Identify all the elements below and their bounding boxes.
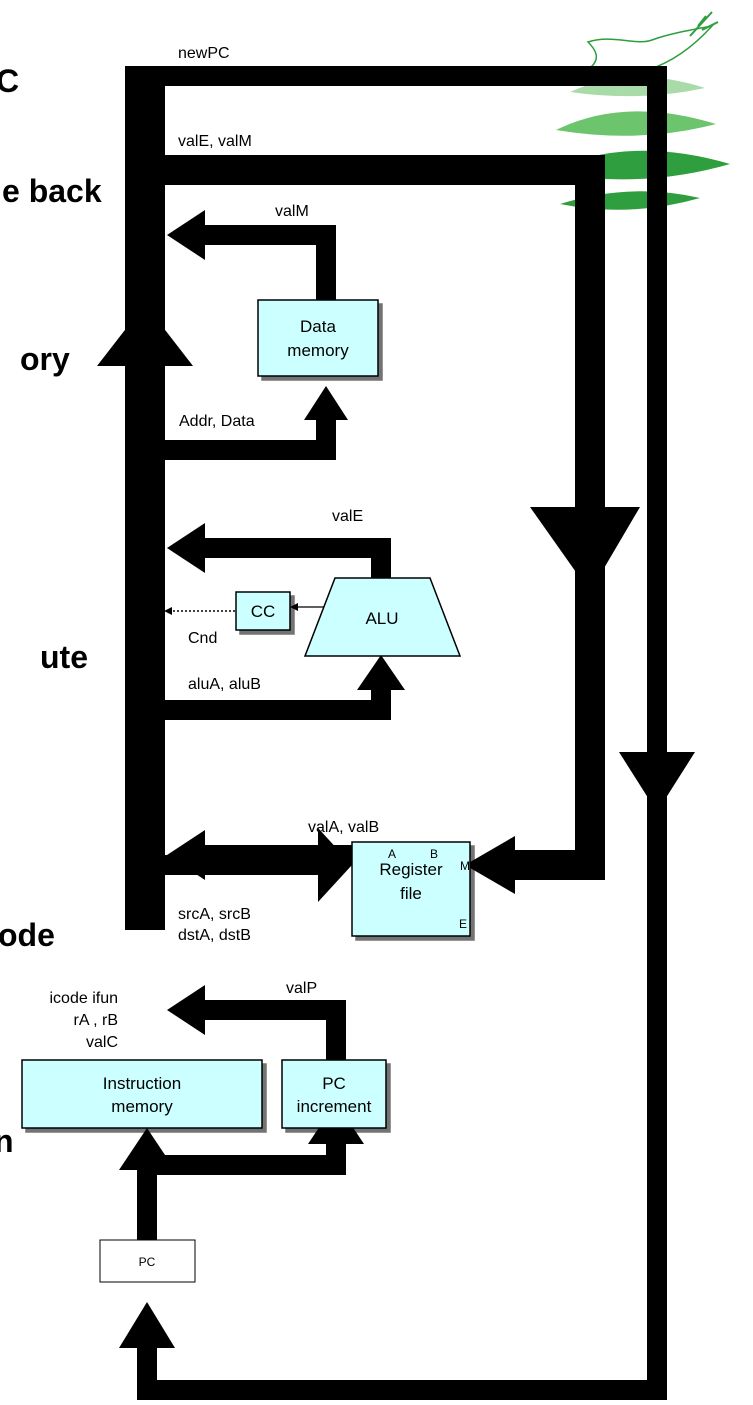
data-memory-block xyxy=(257,299,379,377)
pc-register-label: PC xyxy=(139,1255,156,1269)
alu-block xyxy=(303,577,462,657)
register-port-e: E xyxy=(459,917,467,931)
addr-wire-vertical xyxy=(316,415,336,460)
addr-arrowhead xyxy=(304,386,348,420)
register-port-m: M xyxy=(460,859,470,873)
vale-valm-label: valE, valM xyxy=(178,133,252,150)
vala-valb-label: valA, valB xyxy=(308,819,379,836)
stage-fetch: n xyxy=(0,1123,14,1159)
stage-write-back: e back xyxy=(2,173,102,209)
register-file-label-2: file xyxy=(400,884,422,903)
logo-tier-2 xyxy=(556,111,716,136)
data-memory-label-2: memory xyxy=(287,341,349,360)
regfile-m-wire xyxy=(500,850,605,880)
vale-valm-arrowhead xyxy=(530,507,640,592)
alu-label: ALU xyxy=(365,609,398,628)
stage-labels: C e back ory ute ode n xyxy=(0,63,102,1159)
icode-ifun-label: icode ifun xyxy=(50,990,119,1007)
instruction-memory-label-1: Instruction xyxy=(103,1074,181,1093)
cnd-label: Cnd xyxy=(188,630,217,647)
main-bus xyxy=(125,66,165,930)
valm-wire-horizontal xyxy=(195,225,336,245)
dst-label: dstA, dstB xyxy=(178,927,251,944)
newpc-arrowhead xyxy=(619,752,695,812)
wires xyxy=(97,66,695,1400)
instruction-memory-label-2: memory xyxy=(111,1097,173,1116)
vale-valm-wire-top xyxy=(125,155,605,185)
src-dst-arrowhead xyxy=(318,828,352,902)
valc-label: valC xyxy=(86,1034,118,1051)
register-port-a: A xyxy=(388,847,396,861)
blocks: Data memory CC ALU Register file A B M E… xyxy=(21,299,471,1283)
pc-split-wire xyxy=(137,1155,346,1175)
newpc-wire-bottom xyxy=(137,1380,667,1400)
register-file-label-1: Register xyxy=(379,860,443,879)
regfile-m-arrowhead xyxy=(465,836,515,894)
valp-arrowhead xyxy=(167,985,205,1035)
src-label: srcA, srcB xyxy=(178,906,251,923)
newpc-wire-top xyxy=(125,66,667,86)
pc-increment-label-1: PC xyxy=(322,1074,346,1093)
valp-label: valP xyxy=(286,980,317,997)
alu-input-wire-horizontal xyxy=(145,700,391,720)
vale-label: valE xyxy=(332,508,363,525)
logo-branch xyxy=(689,11,719,37)
pc-input-wire xyxy=(137,1340,157,1400)
pc-increment-block xyxy=(281,1059,387,1129)
stage-execute: ute xyxy=(40,639,88,675)
pc-output-wire xyxy=(137,1155,157,1240)
alu-input-arrowhead xyxy=(357,655,405,690)
addr-wire-horizontal xyxy=(145,440,336,460)
cc-block xyxy=(235,591,291,631)
stage-decode: ode xyxy=(0,917,55,953)
addr-data-label: Addr, Data xyxy=(179,413,255,430)
register-port-b: B xyxy=(430,847,438,861)
data-memory-label-1: Data xyxy=(300,317,336,336)
valm-arrowhead xyxy=(167,210,205,260)
alua-alub-label: aluA, aluB xyxy=(188,676,261,693)
stage-pc: C xyxy=(0,63,19,99)
ra-rb-label: rA , rB xyxy=(74,1012,118,1029)
alu-cc-arrowhead xyxy=(290,603,298,611)
main-bus-arrowhead xyxy=(97,304,193,366)
imem-input-arrowhead xyxy=(119,1128,175,1170)
newpc-label: newPC xyxy=(178,45,230,62)
register-file-block xyxy=(351,841,471,937)
cnd-arrowhead xyxy=(164,607,172,615)
pc-increment-label-2: increment xyxy=(297,1097,372,1116)
pc-input-arrowhead xyxy=(119,1302,175,1348)
instruction-memory-block xyxy=(21,1059,263,1129)
src-dst-wire xyxy=(145,855,325,875)
signal-labels: newPC valE, valM valM Addr, Data valE Cn… xyxy=(50,45,380,1051)
cc-label: CC xyxy=(251,602,276,621)
valp-wire-horizontal xyxy=(195,1000,346,1020)
valm-label: valM xyxy=(275,203,309,220)
pc-register-block xyxy=(99,1239,196,1283)
logo-dove-outline xyxy=(586,24,715,78)
vale-wire-horizontal xyxy=(195,538,391,558)
stage-memory: ory xyxy=(20,341,70,377)
vale-arrowhead xyxy=(167,523,205,573)
newpc-wire-right xyxy=(647,66,667,1400)
